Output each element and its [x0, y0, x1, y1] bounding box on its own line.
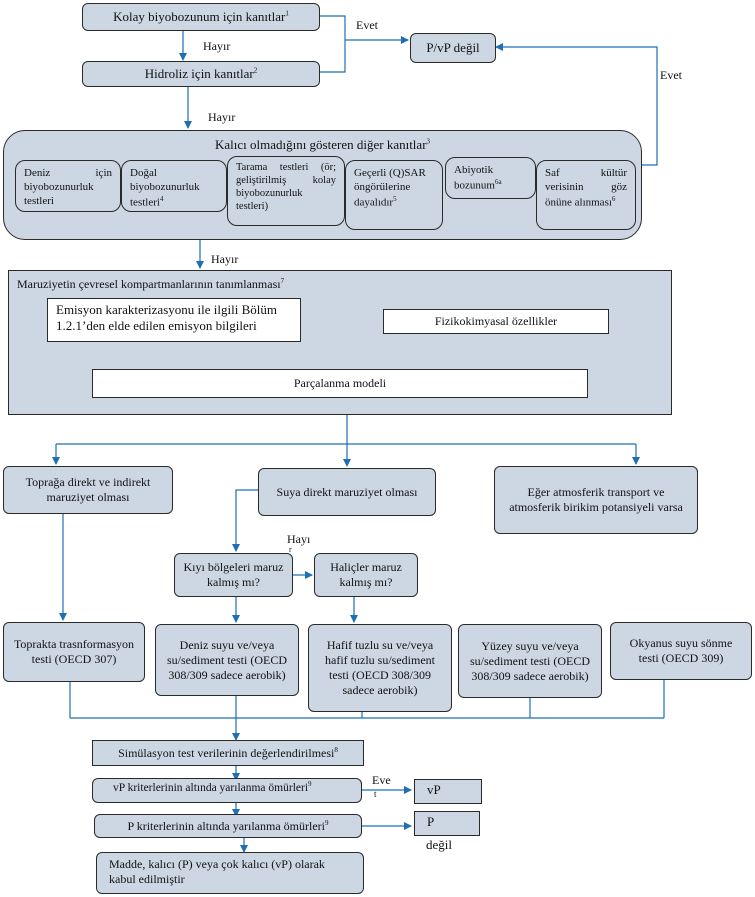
kolay-biyobozunum-box: Kolay biyobozunum için kanıtlar1 [82, 3, 320, 31]
emisyon-box: Emisyon karakterizasyonu ile ilgili Bölü… [47, 298, 301, 342]
p-box: P [414, 811, 480, 836]
kanit-saf-kultur: Saf kültür verisinin göz önüne alınması6 [536, 160, 636, 230]
hafif-tuzlu-test-box: Hafif tuzlu su ve/veya hafif tuzlu su/se… [308, 624, 452, 712]
kanit-qsar: Geçerli (Q)SAR öngörülerine dayalıdır5 [345, 160, 443, 230]
halicler-box: Haliçler maruz kalmış mı? [314, 553, 418, 597]
fizikokimyasal-box: Fizikokimyasal özellikler [383, 309, 609, 334]
vp-kriter-box: vP kriterlerinin altında yarılanma ömürl… [92, 778, 362, 803]
label-hayir-3: Hayır [211, 252, 239, 266]
kalici-title: Kalıcı olmadığını gösteren diğer kanıtla… [214, 137, 431, 152]
suya-box: Suya direkt maruziyet olması [258, 468, 436, 516]
arrow-kalici-evet [495, 43, 658, 166]
parcalanma-box: Parçalanma modeli [92, 369, 588, 398]
yuzey-suyu-test-box: Yüzey suyu ve/veya su/sediment testi (OE… [458, 624, 602, 698]
label-hayir-split-a: Hayı [287, 532, 311, 546]
kanit-tarama: Tarama testleri (ör; geliştirilmiş kolay… [227, 156, 345, 226]
deniz-suyu-test-box: Deniz suyu ve/veya su/sediment testi (OE… [155, 624, 299, 696]
kanit-deniz: Deniz için biyobozunurluk testleri [15, 160, 121, 212]
arrow-suya-kiyi [232, 489, 258, 552]
vp-box: vP [414, 779, 482, 804]
label-hayir-split-b: r [289, 545, 292, 554]
label-evet-right: Evet [660, 68, 682, 82]
simulasyon-box: Simülasyon test verilerinin değerlendiri… [92, 740, 364, 766]
toprakta-test-box: Toprakta trasnformasyon testi (OECD 307) [3, 622, 145, 682]
label-hayir-2: Hayır [208, 110, 236, 124]
okyanus-test-box: Okyanus suyu sönme testi (OECD 309) [610, 622, 752, 680]
kanit-abiyotik: Abiyotik bozunum6a [445, 157, 536, 199]
p-kriter-box: P kriterlerinin altında yarılanma ömürle… [94, 814, 362, 838]
pvp-degil-box: P/vP değil [410, 33, 496, 63]
topraga-box: Toprağa direkt ve indirekt maruziyet olm… [3, 466, 173, 514]
madde-box: Madde, kalıcı (P) veya çok kalıcı (vP) o… [96, 852, 364, 894]
label-evet-top: Evet [356, 18, 378, 32]
hidroliz-box: Hidroliz için kanıtlar2 [82, 61, 320, 87]
label-evet-split-b: t [374, 789, 377, 799]
degil-label: değil [426, 837, 452, 852]
line-kolay-evet [320, 15, 346, 73]
label-hayir-1: Hayır [203, 39, 231, 53]
kanit-dogal: Doğal biyobozunurluk testleri4 [121, 160, 227, 212]
atmosfer-box: Eğer atmosferik transport ve atmosferik … [494, 466, 698, 534]
label-evet-split-a: Eve [372, 773, 391, 787]
kiyi-box: Kıyı bölgeleri maruz kalmış mı? [174, 553, 293, 597]
